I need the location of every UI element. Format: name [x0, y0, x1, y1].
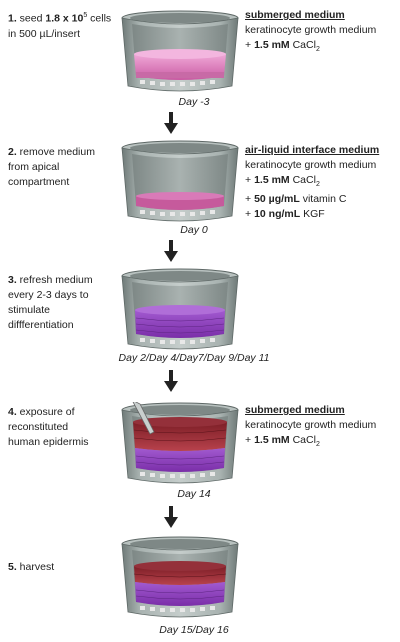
- step-2-number: 2.: [8, 146, 17, 158]
- medium-ali: air-liquid interface medium keratinocyte…: [245, 143, 397, 222]
- step-1-text-b: cells: [87, 12, 112, 25]
- insert-step-2: [121, 140, 239, 222]
- medium-line: keratinocyte growth medium: [245, 24, 377, 36]
- step-3-day: Day 2/Day 4/Day7/Day 9/Day 11: [118, 352, 270, 364]
- step-1-cell-count: 1.8 x 10: [45, 12, 84, 25]
- step-4-day: Day 14: [177, 488, 211, 500]
- medium-title: submerged medium: [245, 9, 345, 21]
- insert-step-4: [121, 402, 239, 484]
- arrow-down-icon: [164, 112, 178, 134]
- cell-layer-purple: [135, 310, 225, 338]
- step-1-text-a: seed: [16, 12, 46, 25]
- insert-step-3: [121, 268, 239, 350]
- step-2-day: Day 0: [180, 224, 208, 236]
- step-1-text: 1. seed 1.8 x 105 cells in 500 µL/insert: [8, 8, 116, 42]
- cell-layer-red: [133, 422, 227, 451]
- medium-submerged-1: submerged medium keratinocyte growth med…: [245, 8, 397, 57]
- arrow-down-icon: [164, 370, 178, 392]
- step-5-text: 5. harvest: [8, 561, 55, 573]
- medium-title: air-liquid interface medium: [245, 144, 380, 156]
- step-1-day: Day -3: [178, 96, 210, 108]
- insert-step-5: [121, 536, 239, 618]
- arrow-down-icon: [164, 240, 178, 262]
- medium-submerged-2: submerged medium keratinocyte growth med…: [245, 403, 397, 452]
- step-5-number: 5.: [8, 561, 17, 573]
- step-4-text: 4. exposure of reconstituted human epide…: [8, 406, 89, 448]
- step-1-volume: in 500 µL/insert: [8, 27, 81, 40]
- medium-line: + 1.5 mM CaCl2: [245, 39, 320, 54]
- arrow-down-icon: [164, 506, 178, 528]
- pipette-icon: [132, 402, 155, 435]
- step-3-text: 3. refresh medium every 2-3 days to stim…: [8, 274, 93, 331]
- medium-title: submerged medium: [245, 404, 345, 416]
- step-1-number: 1.: [8, 12, 17, 25]
- step-1-exponent: 5: [83, 12, 88, 19]
- step-4-number: 4.: [8, 406, 17, 418]
- step-3-number: 3.: [8, 274, 17, 286]
- membrane-pores-icon: [140, 80, 215, 86]
- step-2-text: 2. remove medium from apical compartment: [8, 146, 95, 188]
- insert-step-1: [121, 10, 239, 92]
- step-5-day: Day 15/Day 16: [159, 624, 229, 636]
